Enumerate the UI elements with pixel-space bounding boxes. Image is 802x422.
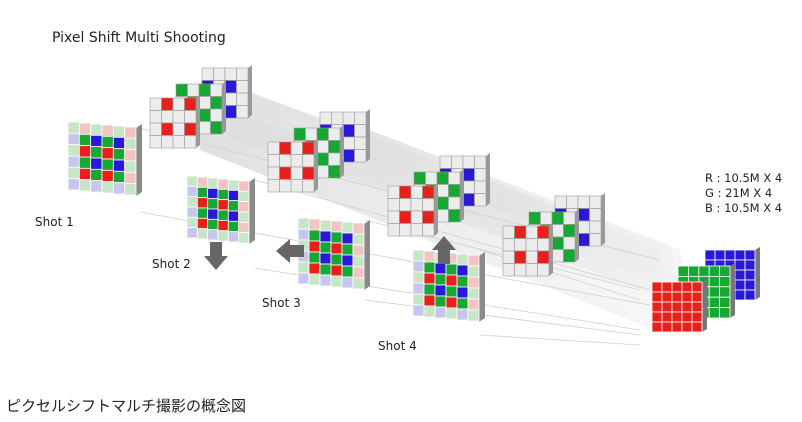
result-red-plane (651, 279, 707, 333)
shot-1-sensor (67, 121, 142, 196)
shot-3-sensor (297, 217, 370, 290)
shot-labels: Shot 1 Shot 2 Shot 3 Shot 4 (35, 215, 417, 353)
result-summary: R : 10.5M X 4 G : 21M X 4 B : 10.5M X 4 (705, 171, 782, 215)
result-color-planes (651, 247, 760, 333)
shot-2-label: Shot 2 (152, 257, 191, 271)
sensor-grids (67, 121, 485, 322)
shift-down-arrow (204, 242, 228, 270)
result-b-count: B : 10.5M X 4 (705, 201, 782, 215)
result-g-count: G : 21M X 4 (705, 186, 772, 200)
shot-4-label: Shot 4 (378, 339, 417, 353)
shift-up-arrow (432, 236, 456, 264)
figure-caption: ピクセルシフトマルチ撮影の概念図 (6, 397, 247, 415)
shift-arrows (204, 236, 456, 270)
shot-2-sensor (186, 175, 255, 244)
shot-1-red-plane (149, 95, 200, 149)
diagram-title: Pixel Shift Multi Shooting (52, 30, 226, 46)
shot-2-red-plane (267, 139, 318, 193)
shot-3-red-plane (387, 183, 438, 237)
shot-3-label: Shot 3 (262, 296, 301, 310)
shift-left-arrow (276, 239, 304, 263)
shot-1-label: Shot 1 (35, 215, 74, 229)
shot-4-sensor (412, 249, 485, 322)
color-layers (149, 65, 605, 277)
result-r-count: R : 10.5M X 4 (705, 171, 782, 185)
shot-4-red-plane (502, 223, 553, 277)
